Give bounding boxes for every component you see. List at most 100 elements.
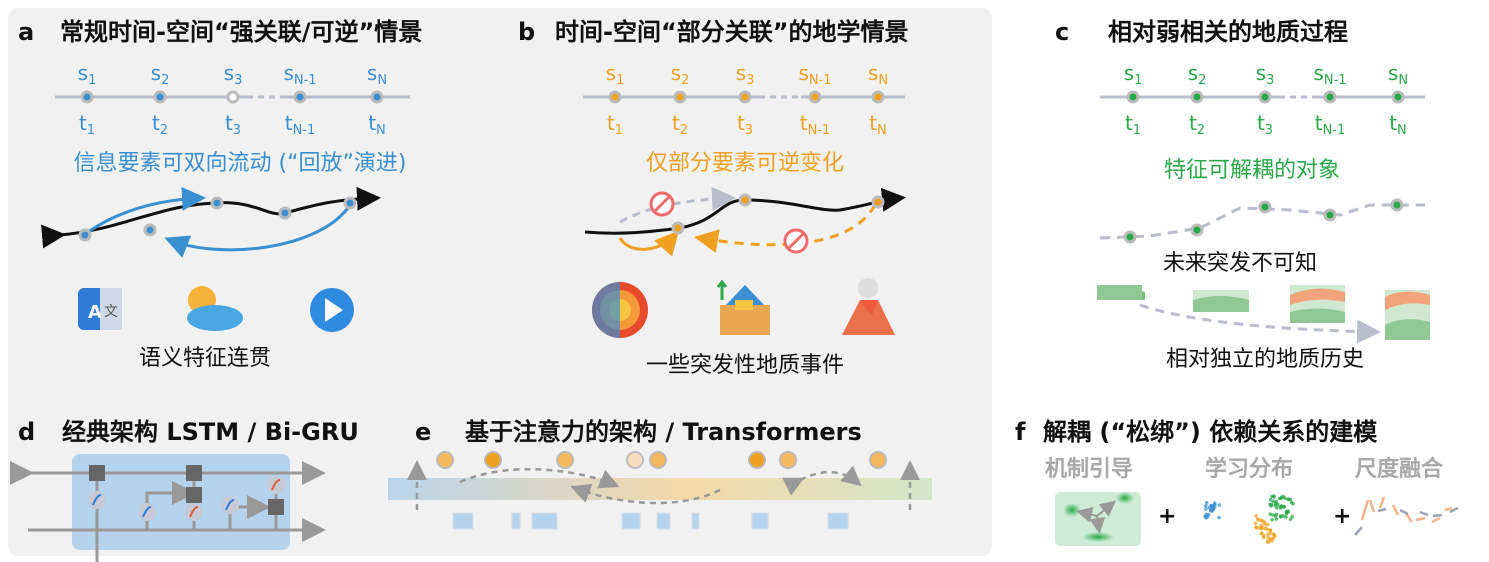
panel-e: e 基于注意力的架构 / Transformers — [388, 418, 932, 530]
bottom-caption: 一些突发性地质事件 — [646, 353, 844, 378]
space-label: s3 — [1256, 61, 1275, 88]
time-label: t2 — [1189, 111, 1205, 138]
volcano-icon — [842, 278, 895, 335]
scatter-point — [1284, 515, 1288, 519]
panel-letter: a — [18, 18, 34, 46]
scatter-point — [1262, 520, 1267, 524]
timeline-node — [1391, 90, 1405, 104]
panel-d: d 经典架构 LSTM / Bi-GRU — [10, 418, 359, 562]
mechanism-guided-graphic — [1055, 492, 1141, 546]
time-label: tN — [1389, 111, 1407, 138]
scatter-point — [1208, 509, 1213, 513]
play-icon — [310, 288, 354, 332]
scatter-point — [1209, 503, 1214, 508]
scatter-point — [1273, 501, 1278, 505]
attention-diagram — [388, 451, 932, 530]
label-mechanism-guided: 机制引导 — [1045, 457, 1133, 482]
scatter-point — [1277, 496, 1282, 501]
panel-letter: d — [18, 418, 35, 446]
label-scale-fusion: 尺度融合 — [1355, 456, 1444, 482]
scatter-point — [1255, 517, 1260, 522]
scatter-point — [1287, 497, 1291, 502]
scatter-point — [1289, 500, 1294, 505]
timeline-node — [1190, 90, 1204, 104]
caption: 特征可解耦的对象 — [1164, 158, 1340, 183]
scatter-point — [1254, 525, 1259, 530]
space-label: sN-1 — [1313, 61, 1346, 88]
scatter-point — [1281, 514, 1285, 518]
panel-title: 相对弱相关的地质过程 — [1108, 18, 1348, 46]
timeline-node — [80, 90, 94, 104]
forbidden-icon — [649, 191, 675, 217]
panel-title: 解耦 (“松绑”) 依赖关系的建模 — [1043, 418, 1378, 446]
panel-c: c 相对弱相关的地质过程 s1 t1 s2 t2 s3 t3 sN-1 tN-1 sN tN 特征… — [1055, 18, 1430, 372]
scatter-point — [1266, 532, 1270, 537]
scale-fusion-graphic — [1354, 496, 1459, 536]
scatter-point — [1273, 514, 1278, 518]
time-label: t3 — [1257, 111, 1273, 138]
panel-letter: b — [518, 18, 535, 46]
panel-title: 常规时间-空间“强关联/可逆”情景 — [60, 18, 422, 46]
timeline-node — [871, 90, 885, 104]
space-label: sN — [1388, 61, 1408, 88]
panel-letter: c — [1055, 18, 1069, 46]
panel-title: 经典架构 LSTM / Bi-GRU — [62, 418, 359, 446]
forbidden-icon — [783, 228, 809, 254]
plus-sign: + — [1333, 504, 1351, 529]
scatter-point — [1271, 536, 1276, 540]
timeline: s1 t1 s2 t2 s3 t3 sN-1 tN-1 sN tN — [1100, 61, 1425, 138]
learned-distribution-scatter — [1203, 494, 1295, 544]
scatter-point — [1283, 496, 1287, 500]
timeline-node — [293, 90, 307, 104]
scatter-point — [1217, 503, 1222, 507]
scatter-point — [1211, 506, 1216, 511]
caption: 信息要素可双向流动 (“回放”演进) — [74, 151, 407, 176]
svg-text:文: 文 — [104, 304, 118, 320]
space-label: s1 — [1124, 61, 1143, 88]
scatter-point — [1261, 535, 1266, 540]
strata-blocks — [1097, 285, 1430, 340]
caption: 仅部分要素可逆变化 — [646, 151, 844, 176]
panel-a: a 常规时间-空间“强关联/可逆”情景 s1t1s2t2s3t3sN-1tN-1… — [18, 18, 422, 371]
scatter-point — [1263, 526, 1268, 531]
panel-letter: f — [1015, 418, 1026, 446]
timeline-node — [808, 90, 822, 104]
panel-letter: e — [415, 418, 431, 446]
scatter-point — [1272, 533, 1277, 538]
timeline-node — [153, 90, 167, 104]
time-label: tN-1 — [1315, 111, 1346, 138]
earth-layers-icon — [592, 282, 648, 338]
scatter-point — [1204, 507, 1208, 511]
scatter-point — [1269, 502, 1274, 507]
scatter-point — [1206, 514, 1210, 518]
scatter-point — [1217, 515, 1221, 520]
timeline-node — [673, 90, 687, 104]
scatter-point — [1259, 531, 1264, 536]
panel-title: 基于注意力的架构 / Transformers — [465, 418, 862, 446]
time-label: t1 — [1125, 111, 1141, 138]
bottom-caption: 相对独立的地质历史 — [1166, 347, 1364, 372]
scatter-point — [1288, 517, 1293, 522]
timeline-node — [1323, 90, 1337, 104]
scatter-point — [1268, 512, 1273, 516]
scatter-point — [1265, 540, 1270, 544]
middle-caption: 未来突发不可知 — [1163, 251, 1317, 276]
space-label: s2 — [1188, 61, 1207, 88]
svg-text:A: A — [88, 302, 102, 323]
scatter-point — [1279, 504, 1284, 508]
background-panel — [8, 8, 992, 556]
scatter-point — [1270, 517, 1274, 522]
timeline-node — [1126, 90, 1140, 104]
scatter-point — [1259, 526, 1264, 531]
bottom-caption: 语义特征连贯 — [139, 346, 271, 371]
timeline-node — [370, 90, 384, 104]
scatter-point — [1254, 514, 1258, 518]
panel-f: f 解耦 (“松绑”) 依赖关系的建模 机制引导 学习分布 尺度融合 + + — [1015, 418, 1459, 546]
scatter-point — [1272, 494, 1276, 498]
lstm-cell-diagram — [10, 454, 326, 562]
panel-title: 时间-空间“部分关联”的地学情景 — [555, 18, 909, 46]
scatter-point — [1205, 501, 1209, 505]
scatter-point — [1268, 528, 1273, 533]
